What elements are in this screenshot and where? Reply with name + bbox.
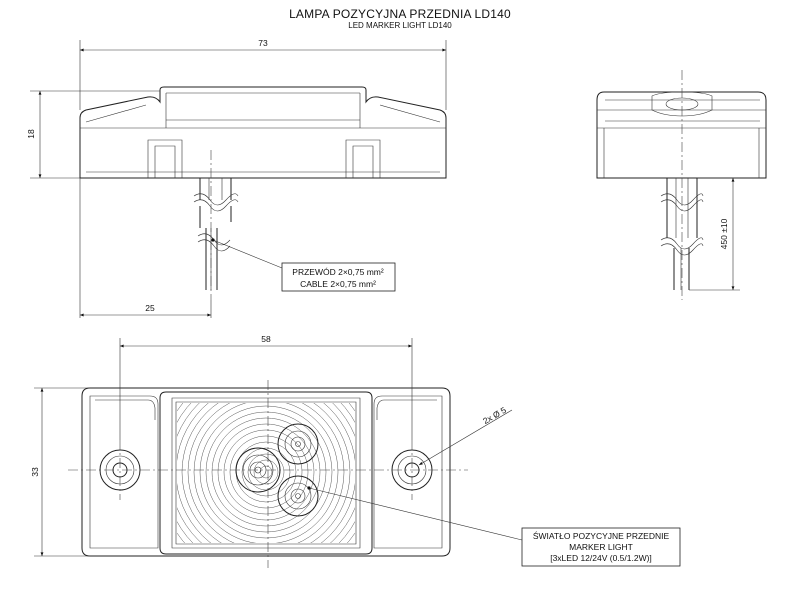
fresnel-ring <box>217 423 315 521</box>
dim-label-hole-diameter: 2x Ø 5 <box>481 405 508 426</box>
side-view <box>79 86 447 300</box>
dim-label-offset: 25 <box>145 303 155 313</box>
dimension-cable-length: 450 ±10 <box>689 177 740 291</box>
dimension-offset-25: 25 <box>79 178 212 318</box>
cable-note-line1: PRZEWÓD 2×0,75 mm² <box>292 267 384 277</box>
dim-label-hole-spacing: 58 <box>261 334 271 344</box>
fresnel-ring <box>187 403 345 543</box>
fresnel-ring <box>223 429 309 515</box>
fresnel-ring <box>229 435 303 509</box>
fresnel-ring <box>211 417 321 527</box>
light-note-line3: [3xLED 12/24V (0.5/1.2W)] <box>550 553 652 563</box>
fresnel-ring <box>181 403 351 543</box>
fresnel-ring <box>199 405 333 539</box>
cable-note: PRZEWÓD 2×0,75 mm² CABLE 2×0,75 mm² <box>211 238 396 292</box>
dimension-height-18: 18 <box>26 90 160 179</box>
dimension-height-33: 33 <box>30 387 90 557</box>
fresnel-ring <box>193 403 339 543</box>
led-bottom <box>277 475 319 517</box>
light-note-line2: MARKER LIGHT <box>569 542 633 552</box>
led-top <box>277 423 319 465</box>
dim-label-height-side: 18 <box>26 129 36 139</box>
fresnel-ring <box>241 447 291 497</box>
fresnel-ring <box>253 459 279 485</box>
dimension-hole-spacing-58: 58 <box>119 334 413 440</box>
end-view <box>596 70 767 300</box>
fresnel-ring <box>247 453 285 491</box>
cable-note-line2: CABLE 2×0,75 mm² <box>300 279 376 289</box>
fresnel-ring <box>259 465 273 479</box>
drawing-subtitle: LED MARKER LIGHT LD140 <box>348 21 452 30</box>
drawing-title: LAMPA POZYCYJNA PRZEDNIA LD140 <box>289 7 511 21</box>
hole-diameter-leader: 2x Ø 5 <box>418 405 513 466</box>
light-note: ŚWIATŁO POZYCYJNE PRZEDNIE MARKER LIGHT … <box>307 486 681 567</box>
light-note-line1: ŚWIATŁO POZYCYJNE PRZEDNIE <box>533 530 670 541</box>
fresnel-ring <box>205 411 327 533</box>
dim-label-width: 73 <box>258 38 268 48</box>
dimension-width-73: 73 <box>79 38 447 110</box>
dim-label-cable-length: 450 ±10 <box>719 218 729 249</box>
front-view <box>68 380 468 568</box>
dim-label-height-front: 33 <box>30 467 40 477</box>
fresnel-lens <box>177 403 355 543</box>
